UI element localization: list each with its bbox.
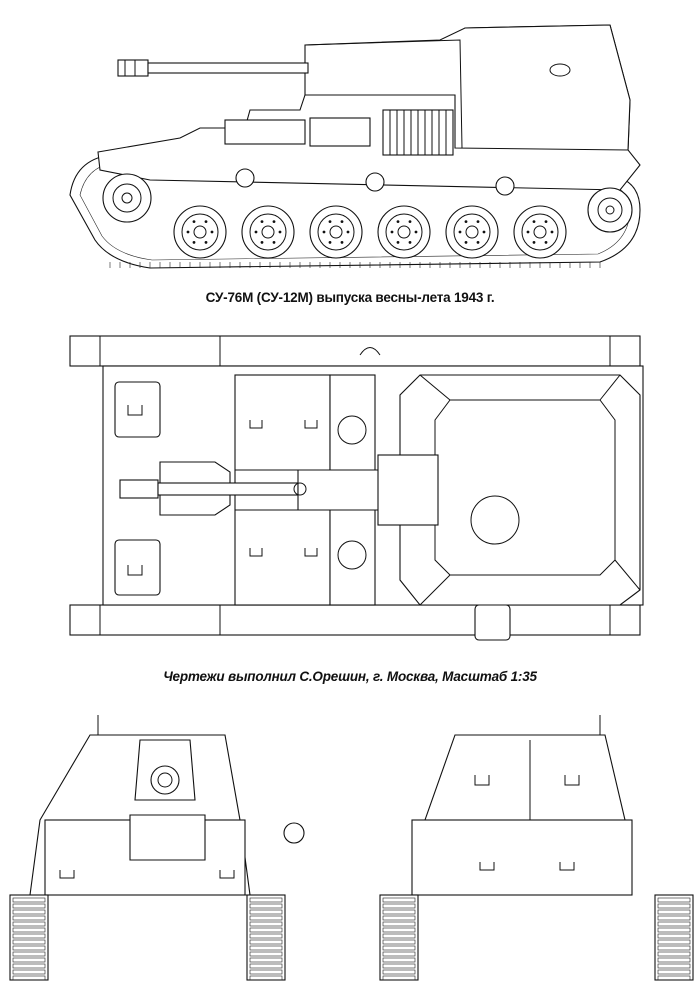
front-track-links — [12, 897, 283, 981]
side-road-wheels — [173, 205, 567, 259]
side-gun — [117, 59, 309, 77]
side-view — [69, 24, 641, 269]
side-return-roller — [495, 176, 515, 196]
side-casemate — [304, 24, 631, 151]
side-road-wheel — [309, 205, 363, 259]
side-drive-sprocket — [102, 173, 152, 223]
side-return-roller — [235, 168, 255, 188]
rear-superstructure — [424, 734, 626, 821]
side-road-wheel — [513, 205, 567, 259]
rear-view — [379, 715, 694, 981]
side-road-wheel — [377, 205, 431, 259]
side-idler-wheel — [587, 187, 633, 233]
side-track-teeth — [109, 262, 601, 268]
side-road-wheel — [173, 205, 227, 259]
front-track-right — [246, 894, 286, 981]
top-track-lower — [69, 604, 641, 636]
rear-track-left — [379, 894, 419, 981]
side-view-caption: СУ-76М (СУ-12М) выпуска весны-лета 1943 … — [205, 290, 495, 305]
top-track-upper — [69, 335, 641, 367]
rear-track-links — [382, 897, 691, 981]
credits-caption: Чертежи выполнил С.Орешин, г. Москва, Ма… — [163, 669, 537, 684]
front-view — [9, 715, 305, 981]
side-return-roller — [365, 172, 385, 192]
side-road-wheel — [241, 205, 295, 259]
top-view — [69, 335, 644, 641]
side-road-wheel — [445, 205, 499, 259]
side-vents — [382, 109, 454, 156]
